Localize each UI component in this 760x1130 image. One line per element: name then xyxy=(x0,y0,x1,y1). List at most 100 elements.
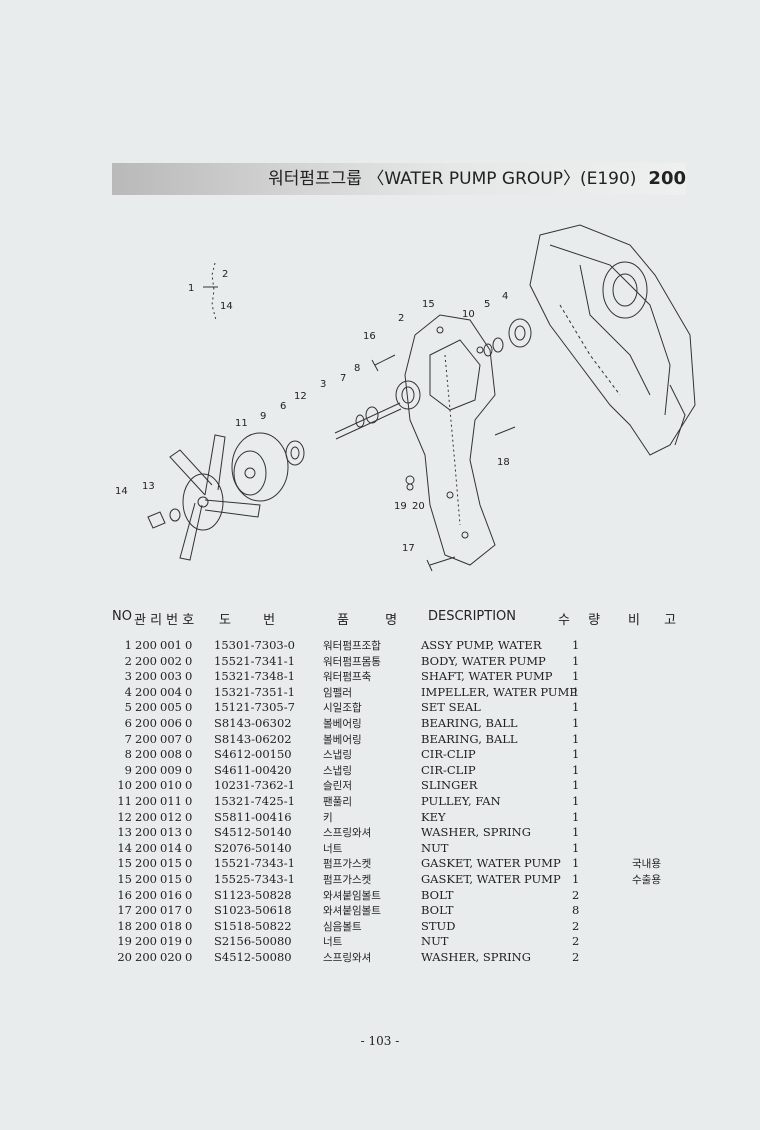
page-number: - 103 - xyxy=(360,1034,400,1048)
cell-desc: STUD xyxy=(421,918,456,933)
cell-part: S8143-06202 xyxy=(214,731,292,746)
page-title: 워터펌프그룹 〈WATER PUMP GROUP〉(E190)200 xyxy=(268,163,686,195)
cell-part: 15525-7343-1 xyxy=(214,872,295,886)
cell-part: 15321-7425-1 xyxy=(214,794,295,808)
cell-grp: 200 xyxy=(135,840,157,855)
cell-seq: 015 xyxy=(160,872,182,886)
cell-z: 0 xyxy=(185,794,193,808)
cell-no: 1 xyxy=(124,638,132,652)
cell-grp: 200 xyxy=(135,638,157,652)
cell-kor: 너트 xyxy=(323,936,343,949)
cell-seq: 014 xyxy=(160,840,182,855)
callout-5: 5 xyxy=(484,299,490,310)
cell-kor: 심음볼트 xyxy=(323,920,362,933)
col-remarks-header: 비 고 xyxy=(628,613,677,628)
cell-kor: 스프링와셔 xyxy=(323,827,372,840)
cell-qty: 1 xyxy=(572,731,580,746)
cell-desc: ASSY PUMP, WATER xyxy=(421,638,542,652)
cell-qty: 1 xyxy=(572,794,580,808)
cell-seq: 012 xyxy=(160,809,182,824)
cell-part: S4611-00420 xyxy=(214,762,292,777)
callout-12: 12 xyxy=(294,391,307,402)
cell-grp: 200 xyxy=(135,934,157,949)
cell-desc: CIR-CLIP xyxy=(421,747,476,762)
cell-seq: 005 xyxy=(160,700,182,715)
cell-no: 18 xyxy=(117,918,132,933)
cell-no: 10 xyxy=(117,778,132,793)
callout-2: 2 xyxy=(398,313,404,324)
cell-z: 0 xyxy=(185,856,193,871)
cell-desc: GASKET, WATER PUMP xyxy=(421,872,561,886)
callout-inset-c: 14 xyxy=(220,301,233,312)
title-label: 워터펌프그룹 〈WATER PUMP GROUP〉(E190) xyxy=(268,169,637,189)
cell-qty: 1 xyxy=(572,809,580,824)
cell-z: 0 xyxy=(185,809,193,824)
cell-desc: IMPELLER, WATER PUMP xyxy=(421,684,578,699)
cell-grp: 200 xyxy=(135,825,157,840)
cell-part: 15521-7341-1 xyxy=(214,653,295,668)
cell-kor: 스냅링 xyxy=(323,749,352,762)
cell-qty: 2 xyxy=(572,918,580,933)
cell-qty: 2 xyxy=(572,950,580,964)
cell-no: 3 xyxy=(124,669,132,684)
callout-16: 16 xyxy=(363,331,376,342)
callout-3: 3 xyxy=(320,379,326,390)
col-mgmt-header: 관 리 번 호 xyxy=(134,613,195,628)
cell-seq: 020 xyxy=(160,950,182,964)
col-name-header: 품 명 xyxy=(337,613,398,628)
cell-kor: 팬풀리 xyxy=(323,796,352,808)
cell-z: 0 xyxy=(185,918,193,933)
cell-kor: 펌프가스켓 xyxy=(323,858,372,871)
cell-kor: 펌프가스켓 xyxy=(323,874,372,886)
cell-qty: 1 xyxy=(572,840,580,855)
cell-kor: 스냅링 xyxy=(323,764,352,777)
cell-grp: 200 xyxy=(135,887,157,902)
cell-no: 4 xyxy=(124,684,132,699)
cell-z: 0 xyxy=(185,934,193,949)
cell-qty: 1 xyxy=(572,856,580,871)
cell-seq: 002 xyxy=(160,653,182,668)
cell-part: S2156-50080 xyxy=(214,934,292,949)
cell-grp: 200 xyxy=(135,856,157,871)
cell-kor: 와셔붙임볼트 xyxy=(323,889,381,902)
cell-desc: GASKET, WATER PUMP xyxy=(421,856,561,871)
cell-part: S1023-50618 xyxy=(214,903,292,918)
cell-part: 15321-7348-1 xyxy=(214,669,295,684)
cell-kor: 워터펌프몸통 xyxy=(323,655,381,668)
cell-desc: WASHER, SPRING xyxy=(421,950,531,964)
cell-z: 0 xyxy=(185,653,193,668)
callout-19: 19 xyxy=(394,501,407,512)
cell-no: 19 xyxy=(117,934,132,949)
col-description-header: DESCRIPTION xyxy=(428,609,516,624)
cell-part: 15301-7303-0 xyxy=(214,638,295,652)
cell-z: 0 xyxy=(185,887,193,902)
cell-desc: NUT xyxy=(421,934,449,949)
cell-no: 11 xyxy=(117,794,132,808)
cell-desc: KEY xyxy=(421,809,446,824)
cell-qty: 1 xyxy=(572,747,580,762)
cell-z: 0 xyxy=(185,684,193,699)
cell-seq: 016 xyxy=(160,887,182,902)
cell-kor: 시일조합 xyxy=(323,702,362,715)
cell-no: 12 xyxy=(117,809,132,824)
cell-part: S5811-00416 xyxy=(214,809,292,824)
cell-z: 0 xyxy=(185,903,193,918)
cell-grp: 200 xyxy=(135,794,157,808)
cell-desc: BEARING, BALL xyxy=(421,716,518,730)
callout-15: 15 xyxy=(422,299,435,310)
cell-seq: 013 xyxy=(160,825,182,840)
cell-grp: 200 xyxy=(135,872,157,886)
cell-kor: 슬린저 xyxy=(323,780,352,793)
cell-no: 20 xyxy=(117,950,132,964)
cell-z: 0 xyxy=(185,747,193,762)
